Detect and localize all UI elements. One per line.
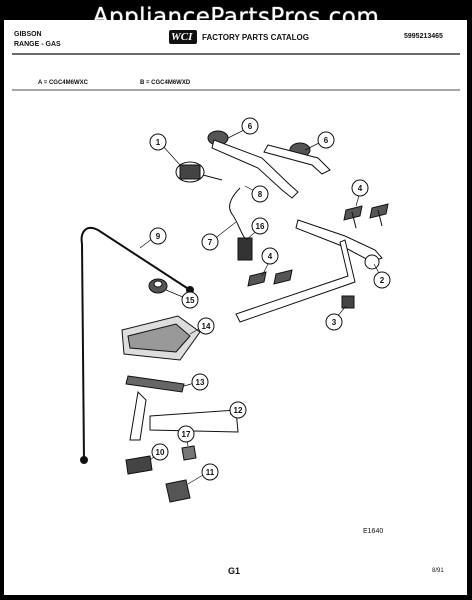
part-manifold-pipe (235, 219, 383, 323)
callout-11 (201, 463, 219, 481)
part-igniter-10 (125, 455, 153, 475)
revision-date: 8/91 (432, 568, 444, 574)
catalog-sheet (4, 20, 467, 595)
part-bracket-3 (341, 295, 355, 309)
part-valve-4-left (247, 269, 293, 287)
catalog-number: 5995213465 (404, 33, 443, 40)
wci-logo-text: WCI (171, 31, 193, 43)
callout-label-6b: 6 (324, 136, 329, 145)
callout-label-2: 2 (380, 276, 385, 285)
part-valve-body (175, 161, 223, 183)
callout-4a (351, 179, 369, 197)
brand-name: GIBSON (14, 31, 42, 38)
callout-numbers: 1 6 6 8 7 16 9 4 4 2 3 15 14 13 12 17 10… (156, 122, 385, 477)
callout-10 (151, 443, 169, 461)
callout-4b (261, 247, 279, 265)
part-valve-4-right (343, 203, 389, 229)
callout-label-3: 3 (332, 318, 337, 327)
product-type: RANGE - GAS (14, 41, 61, 48)
part-switch-11 (165, 479, 191, 503)
callout-14 (197, 317, 215, 335)
part-spreader-14 (121, 315, 201, 361)
callout-7 (201, 233, 219, 251)
callout-label-14: 14 (202, 322, 211, 331)
part-burner-valve-6 (207, 130, 331, 199)
callout-label-15: 15 (186, 296, 195, 305)
part-orifice-15 (148, 278, 168, 294)
callout-6b (317, 131, 335, 149)
callout-1 (149, 133, 167, 151)
callout-13 (191, 373, 209, 391)
wci-logo: WCI (169, 30, 197, 44)
part-broil-burner-13 (125, 375, 185, 441)
callout-label-7: 7 (208, 238, 213, 247)
part-bracket-12 (149, 409, 239, 433)
callout-label-1: 1 (156, 138, 161, 147)
callout-label-4b: 4 (268, 252, 273, 261)
callout-12 (229, 401, 247, 419)
diagram-code: E1640 (363, 528, 384, 535)
model-b: B = CGC4M6WXD (140, 80, 191, 86)
callout-label-17: 17 (182, 430, 191, 439)
callout-3 (325, 313, 343, 331)
callout-label-12: 12 (234, 406, 243, 415)
callout-label-6a: 6 (248, 122, 253, 131)
callout-2 (373, 271, 391, 289)
callout-17 (177, 425, 195, 443)
callout-label-13: 13 (196, 378, 205, 387)
callout-label-4a: 4 (358, 184, 363, 193)
catalog-title: FACTORY PARTS CATALOG (202, 33, 309, 42)
page-id: G1 (228, 566, 241, 576)
callout-16 (251, 217, 269, 235)
callout-6a (241, 117, 259, 135)
model-a: A = CGC4M6WXC (38, 80, 88, 86)
callout-circles (149, 117, 391, 481)
callout-15 (181, 291, 199, 309)
callout-label-16: 16 (256, 222, 265, 231)
callout-label-8: 8 (258, 190, 263, 199)
callout-9 (149, 227, 167, 245)
part-clip-17 (181, 445, 197, 461)
callout-label-11: 11 (206, 468, 215, 477)
callout-label-10: 10 (156, 448, 165, 457)
part-pilot-tube (229, 187, 253, 261)
callout-label-9: 9 (156, 232, 161, 241)
callout-8 (251, 185, 269, 203)
